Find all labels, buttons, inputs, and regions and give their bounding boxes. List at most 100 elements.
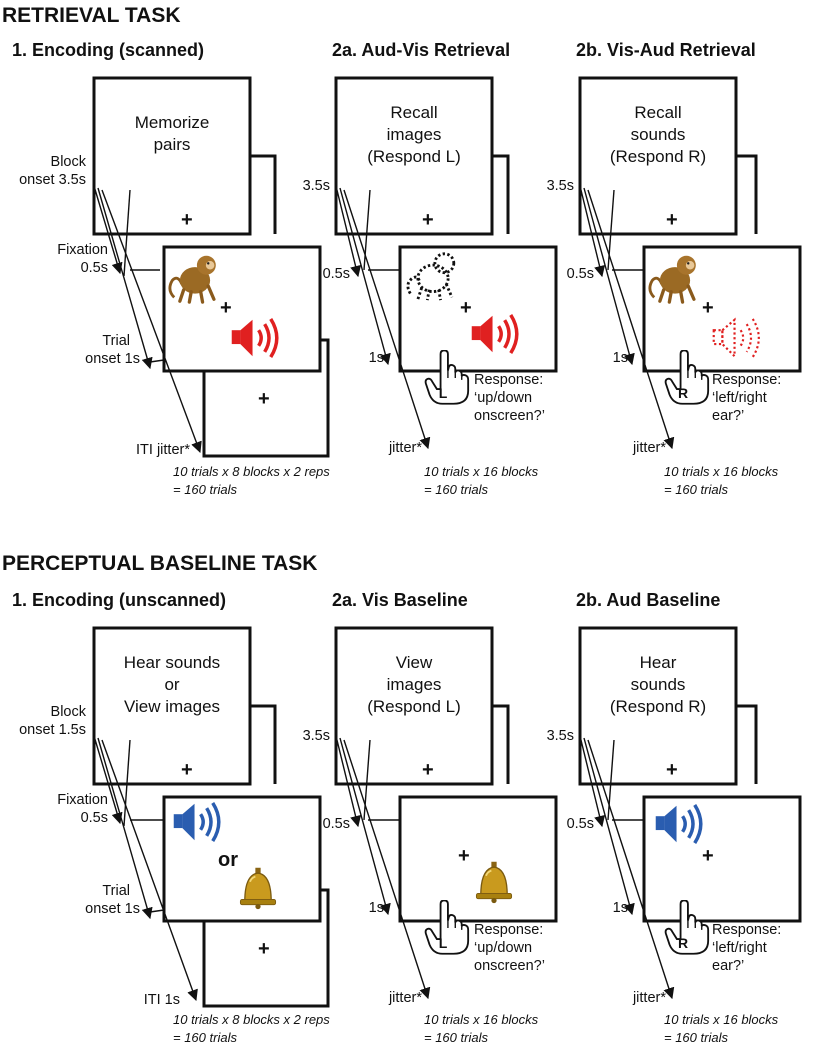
- time-label: 1s: [613, 350, 628, 366]
- trial-frame: [398, 795, 558, 923]
- time-label: onset 3.5s: [19, 172, 86, 188]
- response-key: R: [678, 385, 688, 401]
- time-label: 3.5s: [303, 728, 330, 744]
- fixation-cross: +: [258, 388, 270, 410]
- panel-heading: 1. Encoding (unscanned): [12, 590, 226, 610]
- response-line: Response:: [474, 372, 543, 388]
- time-label: 1s: [613, 900, 628, 916]
- time-label: 0.5s: [567, 816, 594, 832]
- cue-line: View images: [124, 697, 220, 716]
- cue-frame: [334, 626, 494, 786]
- fixation-cross: +: [422, 759, 434, 781]
- fixation-cross: +: [702, 845, 714, 867]
- footer-line: 10 trials x 16 blocks: [424, 464, 539, 479]
- cue-line: Recall: [634, 103, 681, 122]
- time-label: 0.5s: [323, 266, 350, 282]
- trial-frame: [642, 245, 802, 373]
- response-line: ‘left/right: [712, 940, 767, 956]
- panel-heading: 2b. Vis-Aud Retrieval: [576, 40, 756, 60]
- time-label: 1s: [369, 900, 384, 916]
- footer-line: 10 trials x 8 blocks x 2 reps: [173, 1012, 330, 1027]
- fixation-cross: +: [666, 209, 678, 231]
- fixation-cross: +: [666, 759, 678, 781]
- cue-frame: [334, 76, 494, 236]
- time-label: Block: [51, 704, 87, 720]
- response-line: Response:: [712, 372, 781, 388]
- response-line: ‘left/right: [712, 390, 767, 406]
- time-label: 0.5s: [567, 266, 594, 282]
- time-label: onset 1.5s: [19, 722, 86, 738]
- fixation-cross: +: [220, 297, 232, 319]
- response-key: R: [678, 935, 688, 951]
- or-label: or: [218, 849, 238, 871]
- cue-line: sounds: [631, 675, 686, 694]
- retrieval-panel-encoding: 1. Encoding (scanned) Memorize pairs + +…: [12, 40, 330, 497]
- time-label: Trial: [102, 333, 130, 349]
- footer-line: = 160 trials: [173, 1030, 237, 1045]
- time-label: Trial: [102, 883, 130, 899]
- response-key: L: [439, 385, 448, 401]
- cue-line: (Respond L): [367, 697, 461, 716]
- footer-line: 10 trials x 16 blocks: [664, 464, 779, 479]
- baseline-task-title: PERCEPTUAL BASELINE TASK: [2, 552, 317, 575]
- time-label: ITI jitter*: [136, 442, 190, 458]
- cue-line: images: [387, 675, 442, 694]
- retrieval-panel-vis-aud: 2b. Vis-Aud Retrieval Recall sounds (Res…: [547, 40, 802, 497]
- fixation-cross: +: [458, 845, 470, 867]
- cue-line: Hear sounds: [124, 653, 220, 672]
- fixation-cross: +: [460, 297, 472, 319]
- response-line: onscreen?’: [474, 408, 545, 424]
- response-line: ‘up/down: [474, 940, 532, 956]
- time-label: 3.5s: [303, 178, 330, 194]
- footer-line: = 160 trials: [664, 1030, 728, 1045]
- footer-line: = 160 trials: [664, 482, 728, 497]
- time-label: 0.5s: [323, 816, 350, 832]
- cue-line: pairs: [154, 135, 191, 154]
- time-label: onset 1s: [85, 351, 140, 367]
- time-label: 3.5s: [547, 178, 574, 194]
- footer-line: = 160 trials: [424, 482, 488, 497]
- response-line: ear?’: [712, 408, 744, 424]
- fixation-cross: +: [422, 209, 434, 231]
- cue-line: Hear: [640, 653, 677, 672]
- baseline-panel-aud: 2b. Aud Baseline Hear sounds (Respond R)…: [547, 590, 802, 1045]
- panel-heading: 2b. Aud Baseline: [576, 590, 720, 610]
- cue-frame: [578, 626, 738, 786]
- cue-line: (Respond R): [610, 697, 706, 716]
- time-label: 0.5s: [81, 260, 108, 276]
- time-label: jitter*: [632, 990, 666, 1006]
- cue-line: images: [387, 125, 442, 144]
- cue-frame: [92, 76, 252, 236]
- cue-frame: [92, 626, 252, 786]
- panel-heading: 1. Encoding (scanned): [12, 40, 204, 60]
- cue-line: (Respond L): [367, 147, 461, 166]
- cue-line: Recall: [390, 103, 437, 122]
- time-label: 1s: [369, 350, 384, 366]
- response-line: onscreen?’: [474, 958, 545, 974]
- time-label: jitter*: [388, 990, 422, 1006]
- time-label: jitter*: [632, 440, 666, 456]
- footer-line: = 160 trials: [424, 1030, 488, 1045]
- time-label: Fixation: [57, 242, 108, 258]
- time-label: ITI 1s: [144, 992, 180, 1008]
- time-label: jitter*: [388, 440, 422, 456]
- response-line: ear?’: [712, 958, 744, 974]
- response-key: L: [439, 935, 448, 951]
- panel-heading: 2a. Vis Baseline: [332, 590, 468, 610]
- cue-frame: [578, 76, 738, 236]
- footer-line: 10 trials x 16 blocks: [664, 1012, 779, 1027]
- fixation-cross: +: [258, 938, 270, 960]
- retrieval-task-title: RETRIEVAL TASK: [2, 4, 181, 27]
- time-label: 3.5s: [547, 728, 574, 744]
- baseline-panel-encoding: 1. Encoding (unscanned) Hear sounds or V…: [12, 590, 330, 1045]
- footer-line: 10 trials x 16 blocks: [424, 1012, 539, 1027]
- response-line: Response:: [712, 922, 781, 938]
- time-label: 0.5s: [81, 810, 108, 826]
- cue-line: View: [396, 653, 433, 672]
- trial-frame: [398, 245, 558, 373]
- fixation-cross: +: [702, 297, 714, 319]
- time-label: Fixation: [57, 792, 108, 808]
- response-line: Response:: [474, 922, 543, 938]
